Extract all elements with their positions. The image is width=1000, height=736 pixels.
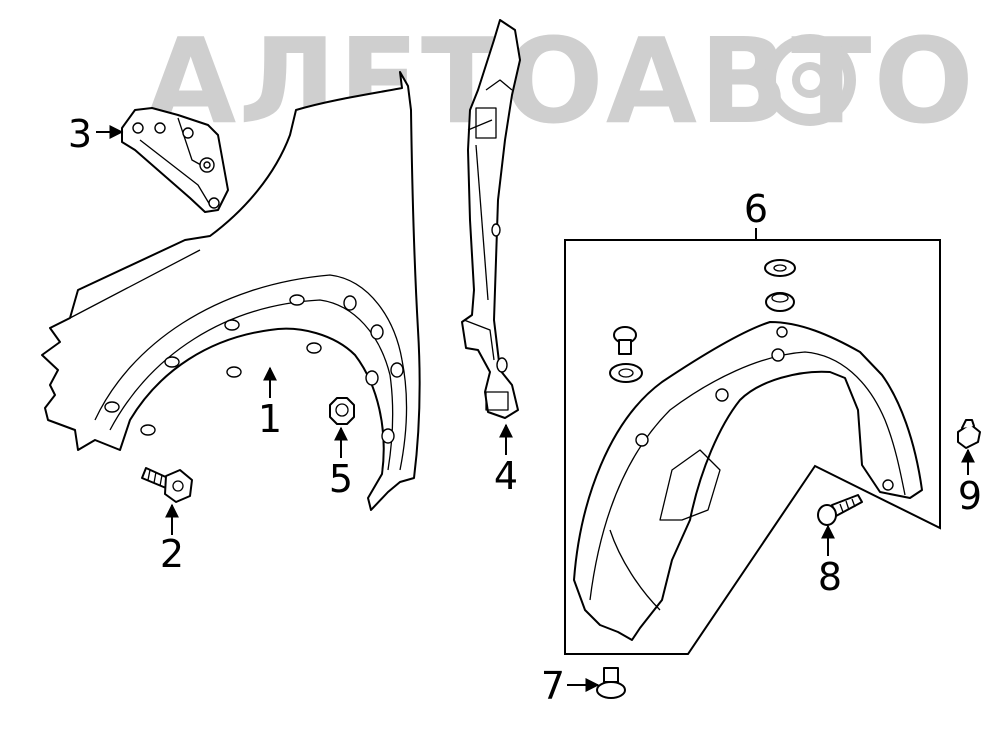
fender-clip-holes: [104, 294, 404, 444]
callout-5: 5: [329, 457, 353, 501]
screw-part: [817, 494, 863, 526]
callout-4: 4: [494, 454, 518, 498]
bracket-part: [121, 107, 229, 213]
leader-lines: [96, 125, 975, 692]
callout-6: 6: [744, 187, 768, 231]
push-pin-part: [613, 326, 637, 355]
clip-part-9: [957, 419, 981, 449]
callout-3: 3: [68, 112, 92, 156]
watermark-text: АЛЕТОАВТО: [145, 12, 976, 150]
callout-7: 7: [541, 664, 565, 708]
fender-part: [41, 71, 421, 511]
callout-8: 8: [818, 555, 842, 599]
clip-part-b: [765, 292, 795, 312]
clip-part-a: [764, 259, 796, 277]
grommet-part: [609, 363, 643, 383]
callout-9: 9: [958, 474, 982, 518]
watermark-logo: АЛЕТОАВТО: [145, 12, 976, 150]
bolt-part: [141, 467, 193, 503]
nut-part: [329, 397, 355, 425]
fender-liner-part: [573, 321, 923, 641]
callout-2: 2: [160, 532, 184, 576]
callout-1: 1: [258, 397, 282, 441]
push-clip-part: [596, 667, 626, 699]
seal-part: [461, 19, 521, 419]
kit-frame: [564, 239, 941, 655]
